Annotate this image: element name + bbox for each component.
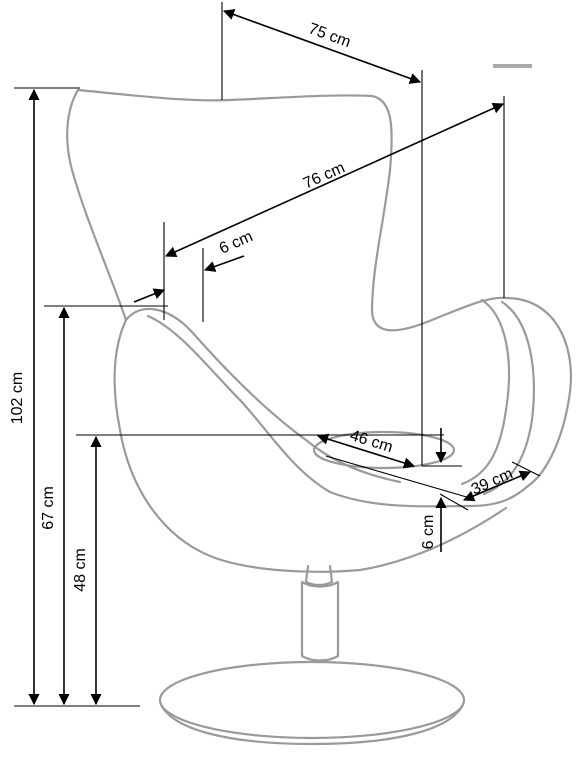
base-disc-rim	[158, 700, 466, 746]
label-total-height: 102 cm	[9, 372, 26, 424]
armrest-band-outline	[146, 314, 472, 508]
backrest-outline	[66, 88, 508, 332]
stem-collar-outline	[304, 564, 334, 587]
stem-outline	[300, 580, 340, 662]
chair-outline	[66, 88, 572, 746]
base-disc-outline	[158, 660, 466, 740]
label-armrest-height: 67 cm	[40, 486, 57, 530]
dimension-backrest-thickness: 6 cm	[133, 228, 256, 322]
label-width-top: 75 cm	[306, 20, 353, 51]
label-seat-height: 48 cm	[72, 548, 89, 592]
label-diagonal-depth: 76 cm	[301, 159, 348, 192]
label-backrest-thickness: 6 cm	[217, 228, 256, 258]
armrest-inner-outline	[124, 307, 402, 484]
dimension-total-height: 102 cm	[9, 87, 140, 707]
shell-outline	[113, 318, 508, 573]
label-cushion-width: 39 cm	[469, 465, 516, 498]
dimension-diagonal-depth: 76 cm	[163, 96, 505, 320]
right-armrest-outline	[460, 298, 511, 486]
right-armrest-inner-outline	[482, 300, 535, 496]
dimension-armrest-height: 67 cm	[40, 305, 168, 706]
label-cushion-thickness: 6 cm	[420, 515, 437, 550]
dimension-cushion-thickness: 6 cm	[420, 428, 462, 552]
dimension-width-top: 75 cm	[221, 2, 423, 466]
dimension-cushion-width: 39 cm	[439, 461, 541, 511]
